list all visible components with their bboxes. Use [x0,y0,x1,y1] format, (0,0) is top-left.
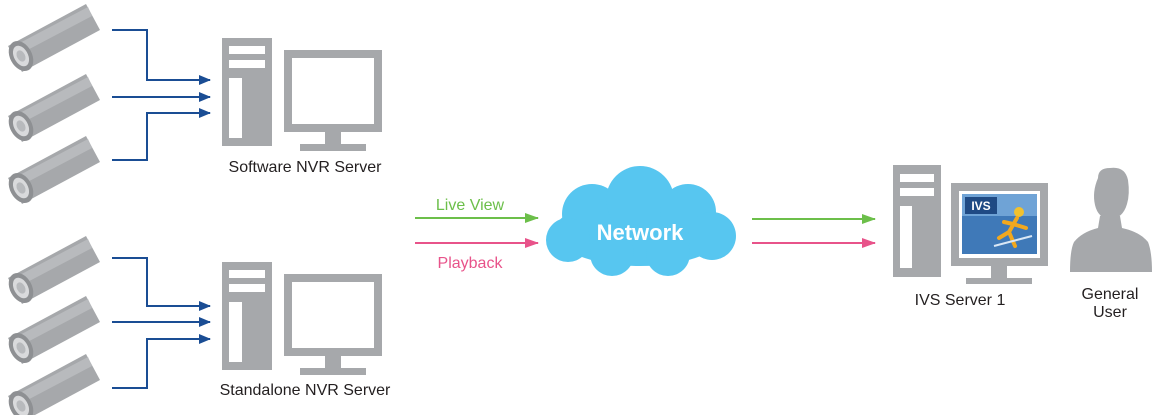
software-nvr-server-computer-icon [222,38,382,151]
playback-label: Playback [438,255,504,272]
software-nvr-server-label: Software NVR Server [229,159,383,176]
network-label: Network [597,220,685,245]
cctv-camera-icon [3,354,100,415]
ivs-screen-badge: IVS [971,199,990,213]
live-view-label: Live View [436,197,505,214]
top-camera-links [112,29,211,161]
general-user-label-line2: User [1093,304,1127,321]
cctv-camera-icon [3,74,100,146]
bottom-camera-group [3,236,100,415]
standalone-nvr-server-computer-icon [222,262,382,375]
ivs-server-label: IVS Server 1 [915,292,1006,309]
cctv-camera-icon [3,4,100,76]
top-camera-group [3,4,100,208]
ivs-running-man-icon: IVS [962,194,1037,254]
general-user-label-line1: General [1082,286,1139,303]
user-silhouette-icon [1070,167,1152,272]
network-cloud-icon [546,166,736,276]
bottom-camera-links [112,257,211,389]
cctv-camera-icon [3,136,100,208]
standalone-nvr-server-label: Standalone NVR Server [220,382,391,399]
